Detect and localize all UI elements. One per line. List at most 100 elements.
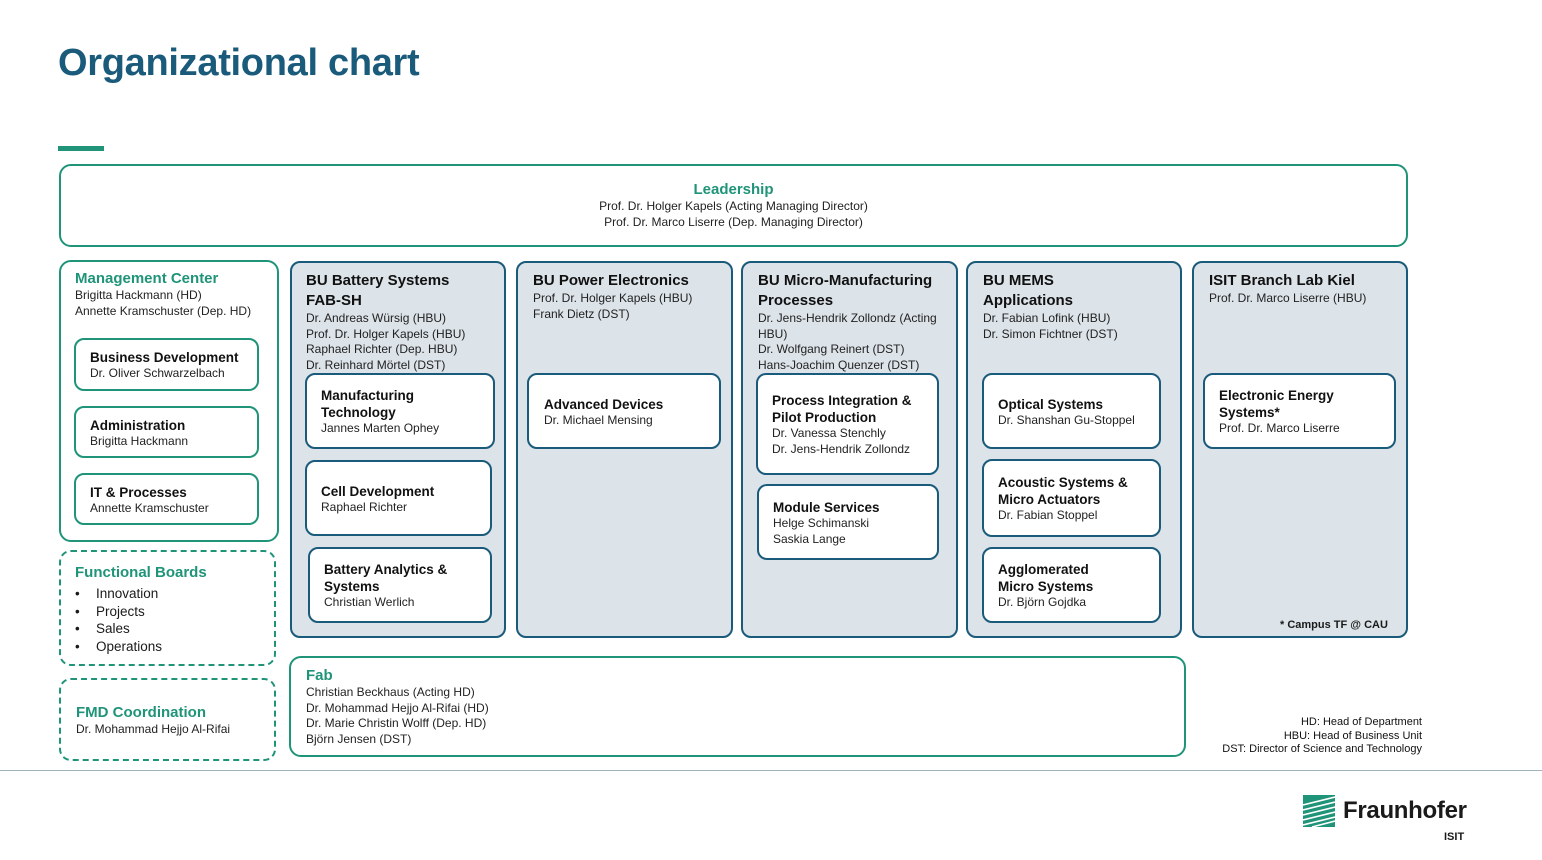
electronic-energy-systems-box: Electronic Energy Systems* Prof. Dr. Mar… [1203, 373, 1396, 449]
leadership-box: Leadership Prof. Dr. Holger Kapels (Acti… [59, 164, 1408, 247]
fab-box: Fab Christian Beckhaus (Acting HD) Dr. M… [289, 656, 1186, 757]
abbreviation-legend: HD: Head of Department HBU: Head of Busi… [1222, 716, 1422, 757]
functional-board-item: Operations [75, 638, 274, 656]
fmd-coordination-box: FMD Coordination Dr. Mohammad Hejjo Al-R… [59, 678, 276, 761]
manufacturing-technology-name-1: Manufacturing [321, 388, 414, 403]
battery-analytics-name-1: Battery Analytics & [324, 562, 448, 577]
fab-person: Christian Beckhaus (Acting HD) [306, 685, 475, 699]
advanced-devices-name: Advanced Devices [544, 397, 664, 412]
bu-mems-person: Dr. Fabian Lofink (HBU) [983, 311, 1111, 325]
cell-development-name: Cell Development [321, 484, 435, 499]
fraunhofer-logo-icon [1303, 795, 1335, 827]
fab-person: Dr. Marie Christin Wolff (Dep. HD) [306, 716, 487, 730]
advanced-devices-box: Advanced Devices Dr. Michael Mensing [527, 373, 721, 449]
campus-footnote: * Campus TF @ CAU [1280, 619, 1388, 631]
acoustic-systems-name-1: Acoustic Systems & [998, 475, 1128, 490]
bu-battery-title-2: FAB-SH [306, 292, 362, 309]
electronic-energy-name-1: Electronic Energy [1219, 388, 1334, 403]
administration-name: Administration [90, 418, 186, 433]
isit-branch-lab-kiel-box: ISIT Branch Lab Kiel Prof. Dr. Marco Lis… [1192, 261, 1408, 638]
bu-power-title: BU Power Electronics [533, 272, 689, 289]
fab-person: Björn Jensen (DST) [306, 731, 412, 746]
module-services-name: Module Services [773, 500, 880, 515]
it-processes-name: IT & Processes [90, 485, 187, 500]
functional-board-item: Projects [75, 603, 274, 621]
battery-analytics-name-2: Systems [324, 579, 380, 594]
bu-power-person: Prof. Dr. Holger Kapels (HBU) [533, 291, 693, 305]
acoustic-systems-box: Acoustic Systems & Micro Actuators Dr. F… [982, 459, 1161, 537]
optical-systems-name: Optical Systems [998, 397, 1104, 412]
bu-micro-person: HBU) [758, 326, 788, 341]
battery-analytics-person: Christian Werlich [324, 595, 415, 609]
business-development-box: Business Development Dr. Oliver Schwarze… [74, 338, 259, 391]
process-integration-box: Process Integration & Pilot Production D… [756, 373, 939, 475]
module-services-box: Module Services Helge Schimanski Saskia … [757, 484, 939, 560]
acoustic-systems-person: Dr. Fabian Stoppel [998, 508, 1098, 522]
manufacturing-technology-name-2: Technology [321, 405, 396, 420]
it-processes-box: IT & Processes Annette Kramschuster [74, 473, 259, 525]
legend-hd: HD: Head of Department [1300, 716, 1422, 728]
bu-battery-person: Raphael Richter (Dep. HBU) [306, 342, 458, 356]
agglomerated-micro-systems-box: Agglomerated Micro Systems Dr. Björn Goj… [982, 547, 1161, 623]
bu-battery-person: Dr. Reinhard Mörtel (DST) [306, 357, 446, 372]
fab-person: Dr. Mohammad Hejjo Al-Rifai (HD) [306, 700, 489, 715]
battery-analytics-box: Battery Analytics & Systems Christian We… [308, 547, 492, 623]
cell-development-person: Raphael Richter [321, 500, 408, 514]
leadership-line-2: Prof. Dr. Marco Liserre (Dep. Managing D… [604, 214, 863, 229]
business-development-name: Business Development [90, 350, 239, 365]
bu-mems-title-2: Applications [983, 292, 1074, 309]
bu-mems-title-1: BU MEMS [983, 272, 1054, 289]
administration-person: Brigitta Hackmann [90, 434, 189, 448]
legend-dst: DST: Director of Science and Technology [1222, 743, 1422, 755]
it-processes-person: Annette Kramschuster [90, 501, 209, 515]
management-center-title: Management Center [75, 270, 219, 287]
functional-boards-box: Functional Boards Innovation Projects Sa… [59, 550, 276, 666]
electronic-energy-name-2: Systems* [1219, 405, 1280, 420]
agglomerated-person: Dr. Björn Gojdka [998, 595, 1087, 609]
fraunhofer-wordmark: Fraunhofer [1343, 797, 1467, 824]
isit-kiel-person: Prof. Dr. Marco Liserre (HBU) [1209, 291, 1367, 305]
business-development-person: Dr. Oliver Schwarzelbach [90, 366, 225, 380]
bu-micro-title-2: Processes [758, 292, 834, 309]
title-accent-bar [58, 146, 104, 151]
fab-title: Fab [306, 667, 333, 684]
optical-systems-person: Dr. Shanshan Gu-Stoppel [998, 413, 1135, 427]
bu-battery-title-1: BU Battery Systems [306, 272, 450, 289]
bu-battery-person: Dr. Andreas Würsig (HBU) [306, 311, 447, 325]
functional-boards-title: Functional Boards [75, 564, 207, 581]
cell-development-box: Cell Development Raphael Richter [305, 460, 492, 536]
management-center-line-1: Brigitta Hackmann (HD) [75, 288, 202, 302]
leadership-line-1: Prof. Dr. Holger Kapels (Acting Managing… [599, 199, 868, 213]
optical-systems-box: Optical Systems Dr. Shanshan Gu-Stoppel [982, 373, 1161, 449]
administration-box: Administration Brigitta Hackmann [74, 406, 259, 458]
acoustic-systems-name-2: Micro Actuators [998, 492, 1101, 507]
fmd-coordination-person: Dr. Mohammad Hejjo Al-Rifai [76, 722, 231, 736]
management-center-line-2: Annette Kramschuster (Dep. HD) [75, 303, 252, 318]
agglomerated-name-2: Micro Systems [998, 579, 1094, 594]
process-integration-name-2: Pilot Production [772, 410, 877, 425]
bu-battery-person: Prof. Dr. Holger Kapels (HBU) [306, 326, 466, 341]
process-integration-person: Dr. Vanessa Stenchly [772, 426, 886, 440]
manufacturing-technology-person: Jannes Marten Ophey [321, 421, 440, 435]
module-services-person: Helge Schimanski [773, 516, 870, 530]
bu-micro-title-1: BU Micro-Manufacturing [758, 272, 933, 289]
process-integration-name-1: Process Integration & [772, 393, 912, 408]
agglomerated-name-1: Agglomerated [998, 562, 1089, 577]
fraunhofer-logo: Fraunhofer ISIT [1303, 795, 1493, 845]
module-services-person: Saskia Lange [773, 531, 846, 546]
functional-board-item: Innovation [75, 585, 274, 603]
advanced-devices-person: Dr. Michael Mensing [544, 413, 653, 427]
bu-mems-person: Dr. Simon Fichtner (DST) [983, 326, 1118, 341]
footer-divider [0, 770, 1542, 771]
bu-power-electronics-box: BU Power Electronics Prof. Dr. Holger Ka… [516, 261, 733, 638]
functional-board-item: Sales [75, 620, 274, 638]
process-integration-person: Dr. Jens-Hendrik Zollondz [772, 441, 911, 456]
manufacturing-technology-box: Manufacturing Technology Jannes Marten O… [305, 373, 495, 449]
page-title: Organizational chart [58, 42, 420, 84]
electronic-energy-person: Prof. Dr. Marco Liserre [1219, 421, 1340, 435]
bu-power-person: Frank Dietz (DST) [533, 306, 630, 321]
legend-hbu: HBU: Head of Business Unit [1283, 729, 1422, 742]
isit-wordmark: ISIT [1444, 831, 1465, 843]
bu-micro-person: Dr. Wolfgang Reinert (DST) [758, 342, 905, 356]
bu-micro-person: Dr. Jens-Hendrik Zollondz (Acting [758, 311, 937, 325]
